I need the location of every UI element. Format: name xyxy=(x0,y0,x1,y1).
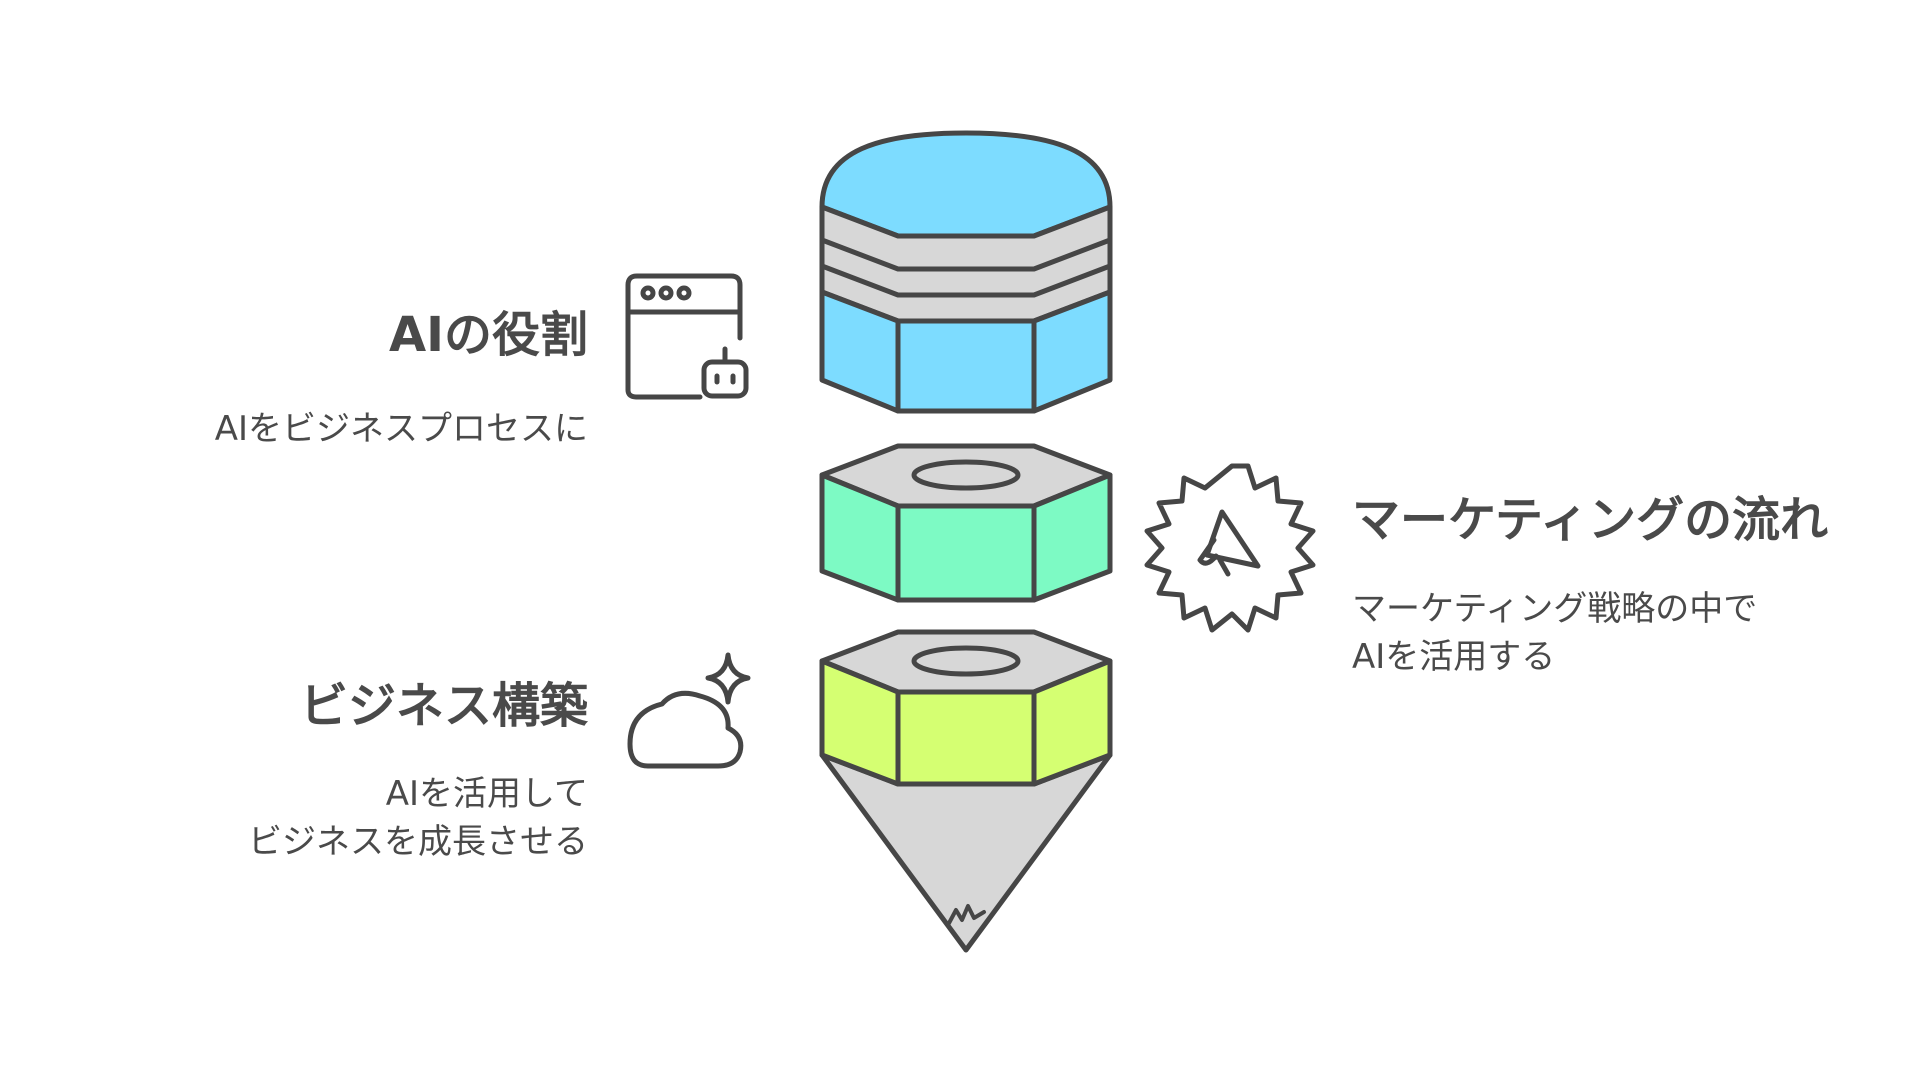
browser-robot-icon xyxy=(625,273,749,400)
bottom-segment-body xyxy=(819,658,1113,787)
ferrule-line-1 xyxy=(819,237,1113,272)
pencil-lead-zigzag xyxy=(946,904,986,927)
top-segment-body xyxy=(819,289,1113,414)
top-segment-dome xyxy=(819,130,1113,239)
top-segment xyxy=(819,130,1113,414)
business-building-description-line-2: ビジネスを成長させる xyxy=(248,822,588,862)
marketing-flow-title: マーケティングの流れ xyxy=(1352,492,1829,548)
ai-role-description: AIをビジネスプロセスに xyxy=(214,409,588,449)
marketing-flow-description-line-2: AIを活用する xyxy=(1352,637,1556,677)
ferrule-line-2 xyxy=(819,263,1113,298)
business-building-description-line-1: AIを活用して xyxy=(385,774,588,814)
business-building-description: AIを活用して ビジネスを成長させる xyxy=(248,770,588,866)
middle-segment xyxy=(819,443,1113,603)
marketing-flow-description-line-1: マーケティング戦略の中で xyxy=(1352,589,1758,629)
middle-segment-hole xyxy=(911,459,1021,491)
marketing-flow-description: マーケティング戦略の中で AIを活用する xyxy=(1352,585,1757,681)
bottom-segment xyxy=(819,629,1113,953)
cloud-sparkle-icon xyxy=(627,652,751,769)
ai-role-title: AIの役割 xyxy=(388,307,588,363)
business-building-title: ビジネス構築 xyxy=(299,678,588,734)
middle-segment-body xyxy=(819,472,1113,603)
bottom-segment-hole xyxy=(911,645,1021,677)
megaphone-gear-icon xyxy=(1144,463,1316,633)
